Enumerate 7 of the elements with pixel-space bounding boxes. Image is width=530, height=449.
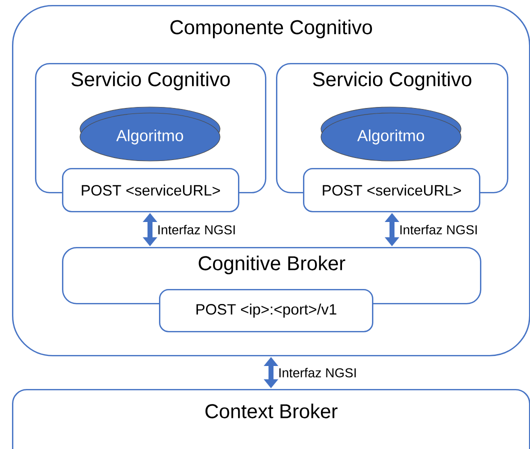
endpoint-box: POST <serviceURL> xyxy=(303,168,480,212)
edge-label: Interfaz NGSI xyxy=(400,224,477,234)
endpoint-box: POST <serviceURL> xyxy=(62,168,240,212)
edge-label: Interfaz NGSI xyxy=(158,224,235,234)
endpoint-box: POST <ip>:<port>/v1 xyxy=(159,289,374,332)
edge-label: Interfaz NGSI xyxy=(279,368,356,378)
broker-box: Context Broker xyxy=(12,389,530,449)
